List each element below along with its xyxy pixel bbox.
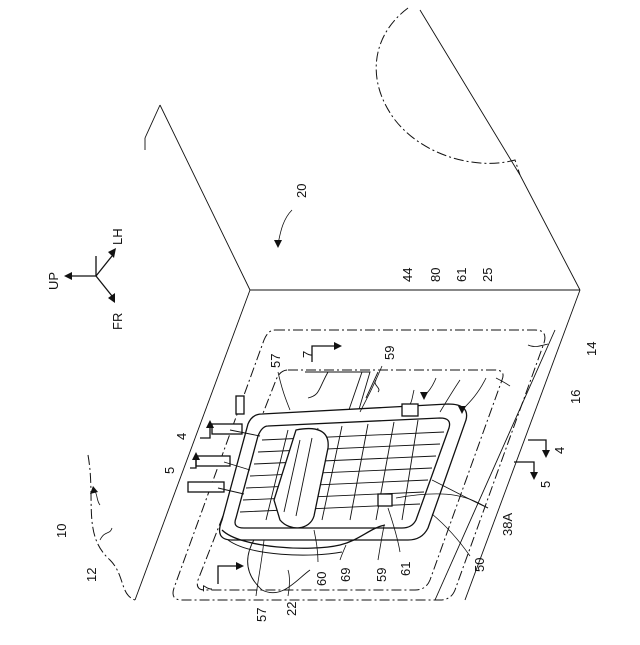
ref-22: 22 <box>284 602 299 616</box>
up-arrow-icon <box>64 272 72 280</box>
ref-14: 14 <box>584 342 599 356</box>
section-7-top: 7 <box>300 351 315 358</box>
ref-59-bottom: 59 <box>374 568 389 582</box>
bracket-44 <box>402 404 418 416</box>
ref-16: 16 <box>568 390 583 404</box>
ref-61-bottom: 61 <box>398 562 413 576</box>
ref-12: 12 <box>84 568 99 582</box>
ref-61-top: 61 <box>454 268 469 282</box>
section-7-bottom: 7 <box>200 585 215 592</box>
ref-44: 44 <box>400 268 415 282</box>
ref-57-top: 57 <box>268 354 283 368</box>
ref-57-bottom: 57 <box>254 608 269 622</box>
section-4-left: 4 <box>174 433 189 440</box>
ref-25: 25 <box>480 268 495 282</box>
axis-lh-label: LH <box>110 228 125 245</box>
ref-20: 20 <box>294 184 309 198</box>
axis-up-label: UP <box>46 272 61 290</box>
bracket-61 <box>378 494 392 506</box>
section-5-right: 5 <box>538 481 553 488</box>
ref-38A: 38A <box>500 513 515 536</box>
ref-80: 80 <box>428 268 443 282</box>
direction-indicator <box>64 248 116 303</box>
labels: UP LH FR 20 10 12 44 80 61 25 14 16 59 5… <box>46 184 599 622</box>
ref-10: 10 <box>54 524 69 538</box>
ref-50: 50 <box>472 558 487 572</box>
ref-60: 60 <box>314 572 329 586</box>
ref-69: 69 <box>338 568 353 582</box>
ref-59-top: 59 <box>382 346 397 360</box>
axis-fr-label: FR <box>110 313 125 330</box>
section-5-left: 5 <box>162 467 177 474</box>
section-4-right: 4 <box>552 447 567 454</box>
